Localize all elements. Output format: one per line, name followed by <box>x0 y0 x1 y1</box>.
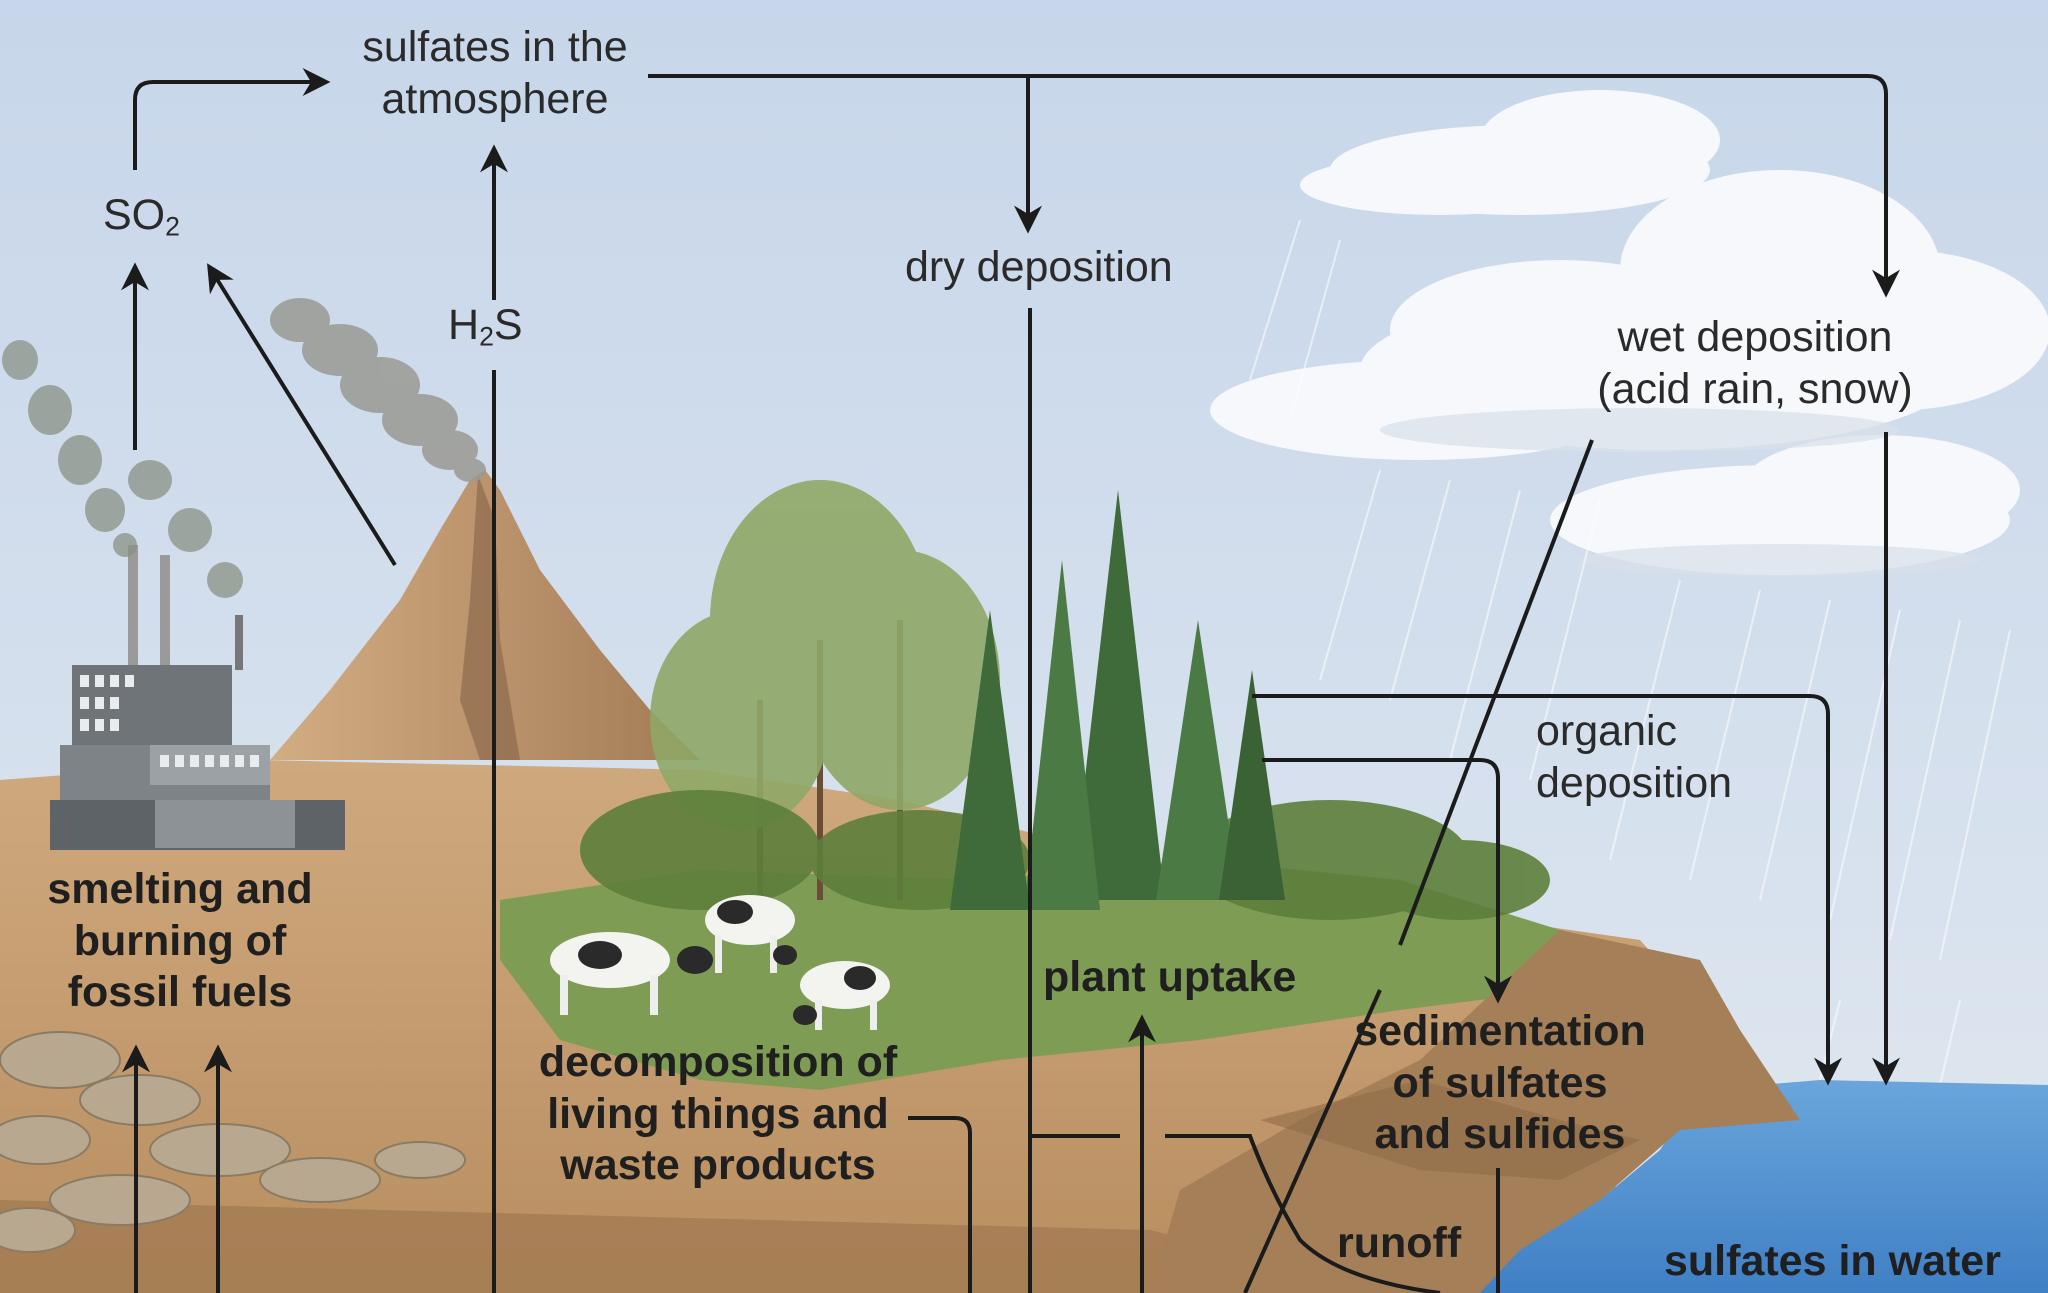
cycle-arrows <box>121 68 1900 1293</box>
label-h2s: H2S <box>448 301 523 352</box>
label-sulfates-atmosphere: sulfates in the atmosphere <box>362 23 628 123</box>
cow <box>550 932 713 1015</box>
line-atmosphere-right <box>648 74 1900 298</box>
line-wet-diagonal-lower <box>1243 989 1382 1293</box>
factory <box>50 545 345 850</box>
arrow-so2-to-atmosphere <box>133 68 331 170</box>
water <box>1470 1080 2048 1293</box>
cow <box>793 961 890 1030</box>
cows <box>550 895 890 1030</box>
label-so2: SO2 <box>103 191 180 242</box>
line-wet-diagonal <box>1398 439 1594 946</box>
arrow-organic-to-water <box>1252 694 1842 1086</box>
cow <box>705 895 797 973</box>
label-runoff: runoff <box>1337 1219 1462 1267</box>
label-smelting: smelting and burning of fossil fuels <box>47 865 313 1017</box>
cloud-shading <box>1380 408 1980 576</box>
conifer-trees <box>950 490 1285 910</box>
volcano-smoke <box>270 298 486 482</box>
label-dry-deposition: dry deposition <box>905 243 1173 291</box>
label-decomposition: decomposition of living things and waste… <box>538 1038 898 1190</box>
line-decomposition <box>908 1116 972 1293</box>
label-plant-uptake: plant uptake <box>1043 953 1297 1001</box>
label-organic-deposition: organic deposition <box>1536 707 1733 807</box>
rocks <box>0 1031 466 1253</box>
factory-smoke <box>2 340 243 598</box>
label-sulfates-water: sulfates in water <box>1664 1237 2001 1285</box>
arrow-organic-to-sedimentation <box>1262 758 1512 1004</box>
label-wet-deposition: wet deposition (acid rain, snow) <box>1597 313 1913 413</box>
label-sedimentation: sedimentation of sulfates and sulfides <box>1354 1007 1646 1159</box>
line-runoff <box>1165 1134 1441 1293</box>
arrow-volcano-to-so2 <box>207 263 397 567</box>
